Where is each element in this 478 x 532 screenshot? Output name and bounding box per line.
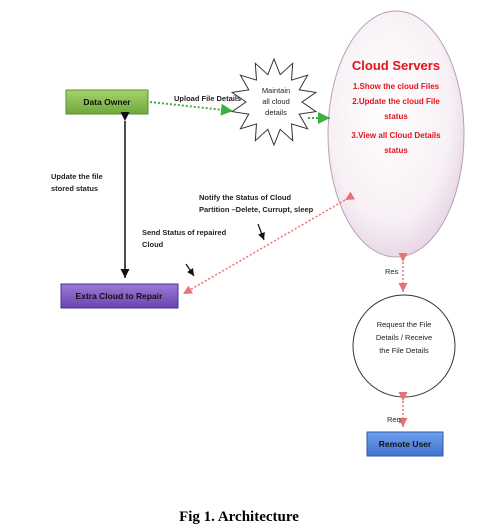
- request-circle-node: Request the File Details / Receive the F…: [352, 294, 456, 398]
- req-label: Req: [387, 415, 401, 424]
- update-status-label: stored status: [51, 184, 98, 193]
- update-status-label: Update the file: [51, 172, 103, 181]
- maintain-line: Maintain: [262, 86, 290, 95]
- cloud-servers-item: 2.Update the cloud File: [352, 97, 440, 106]
- notify-pointer-arrow: [257, 223, 265, 241]
- cloud-servers-item: status: [384, 146, 408, 155]
- upload-arrow: [149, 101, 234, 116]
- maintain-line: details: [265, 108, 287, 117]
- remote-user-node: Remote User: [366, 431, 444, 457]
- cloud-servers-item: 3.View all Cloud Details: [351, 131, 441, 140]
- upload-label: Upload File Details: [174, 94, 241, 103]
- remote-user-label: Remote User: [379, 439, 432, 449]
- extra-cloud-label: Extra Cloud to Repair: [76, 291, 164, 301]
- send-status-label: Send Status of repaired: [142, 228, 227, 237]
- request-line: Request the File: [377, 320, 432, 329]
- data-owner-node: Data Owner: [65, 89, 149, 115]
- figure-caption: Fig 1. Architecture: [179, 509, 299, 525]
- data-owner-label: Data Owner: [83, 97, 131, 107]
- cloud-servers-node: Cloud Servers 1.Show the cloud Files 2.U…: [327, 10, 465, 258]
- maintain-starburst-node: Maintain all cloud details: [230, 57, 318, 147]
- cloud-servers-item: status: [384, 112, 408, 121]
- cloud-servers-item: 1.Show the cloud Files: [353, 82, 440, 91]
- notify-label: Notify the Status of Cloud: [199, 193, 291, 202]
- cloud-servers-title: Cloud Servers: [352, 58, 440, 73]
- extra-cloud-node: Extra Cloud to Repair: [60, 283, 179, 309]
- maintain-line: all cloud: [262, 97, 290, 106]
- send-status-label: Cloud: [142, 240, 164, 249]
- notify-label: Partition –Delete, Currupt, sleep: [199, 205, 314, 214]
- cloud-repair-arrow: [182, 191, 356, 295]
- send-status-pointer-arrow: [185, 263, 195, 277]
- request-line: Details / Receive: [376, 333, 432, 342]
- res-label: Res: [385, 267, 399, 276]
- request-line: the File Details: [379, 346, 429, 355]
